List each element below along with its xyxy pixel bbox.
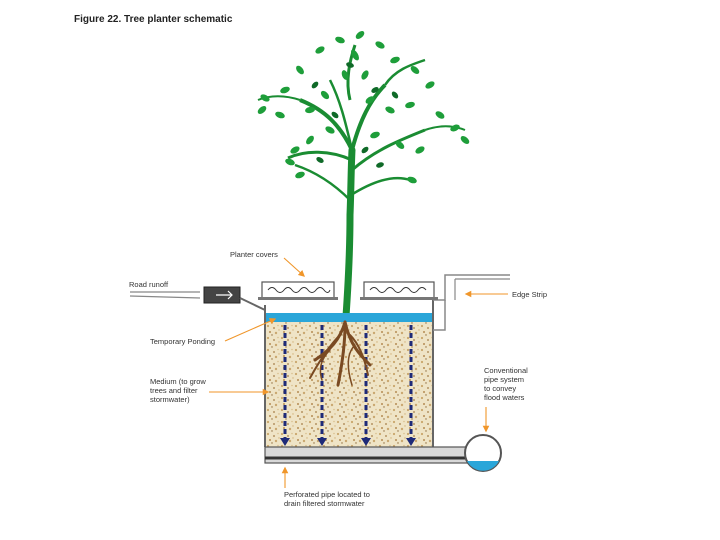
label-conventional-line2: pipe system bbox=[484, 375, 525, 384]
conventional-pipe-icon bbox=[464, 434, 502, 472]
label-conventional-line4: flood waters bbox=[484, 393, 525, 402]
figure-title: Figure 22. Tree planter schematic bbox=[74, 14, 233, 25]
perforated-pipe-icon bbox=[264, 446, 472, 464]
label-perforated-line1: Perforated pipe located to bbox=[284, 490, 370, 499]
label-medium: Medium (to grow trees and filter stormwa… bbox=[150, 377, 206, 404]
tree-icon bbox=[257, 31, 470, 334]
label-conventional-line3: to convey bbox=[484, 384, 517, 393]
label-perforated-pipe: Perforated pipe located to drain filtere… bbox=[284, 490, 370, 508]
roots-icon bbox=[309, 320, 372, 387]
label-road-runoff: Road runoff bbox=[129, 280, 169, 289]
label-medium-line2: trees and filter bbox=[150, 386, 198, 395]
label-edge-strip: Edge Strip bbox=[512, 290, 548, 299]
label-medium-line3: stormwater) bbox=[150, 395, 190, 404]
inlet-box-icon bbox=[203, 286, 266, 311]
label-temporary-ponding: Temporary Ponding bbox=[150, 337, 216, 346]
label-perforated-line2: drain filtered stormwater bbox=[284, 499, 365, 508]
planter-cover-left-icon bbox=[258, 281, 338, 300]
label-conventional-line1: Conventional bbox=[484, 366, 528, 375]
downward-arrows-icon bbox=[283, 325, 413, 440]
planter-box bbox=[264, 274, 510, 447]
label-planter-covers: Planter covers bbox=[230, 250, 278, 259]
label-conventional-pipe: Conventional pipe system to convey flood… bbox=[484, 366, 528, 402]
planter-cover-right-icon bbox=[360, 281, 438, 300]
label-medium-line1: Medium (to grow bbox=[150, 377, 206, 386]
